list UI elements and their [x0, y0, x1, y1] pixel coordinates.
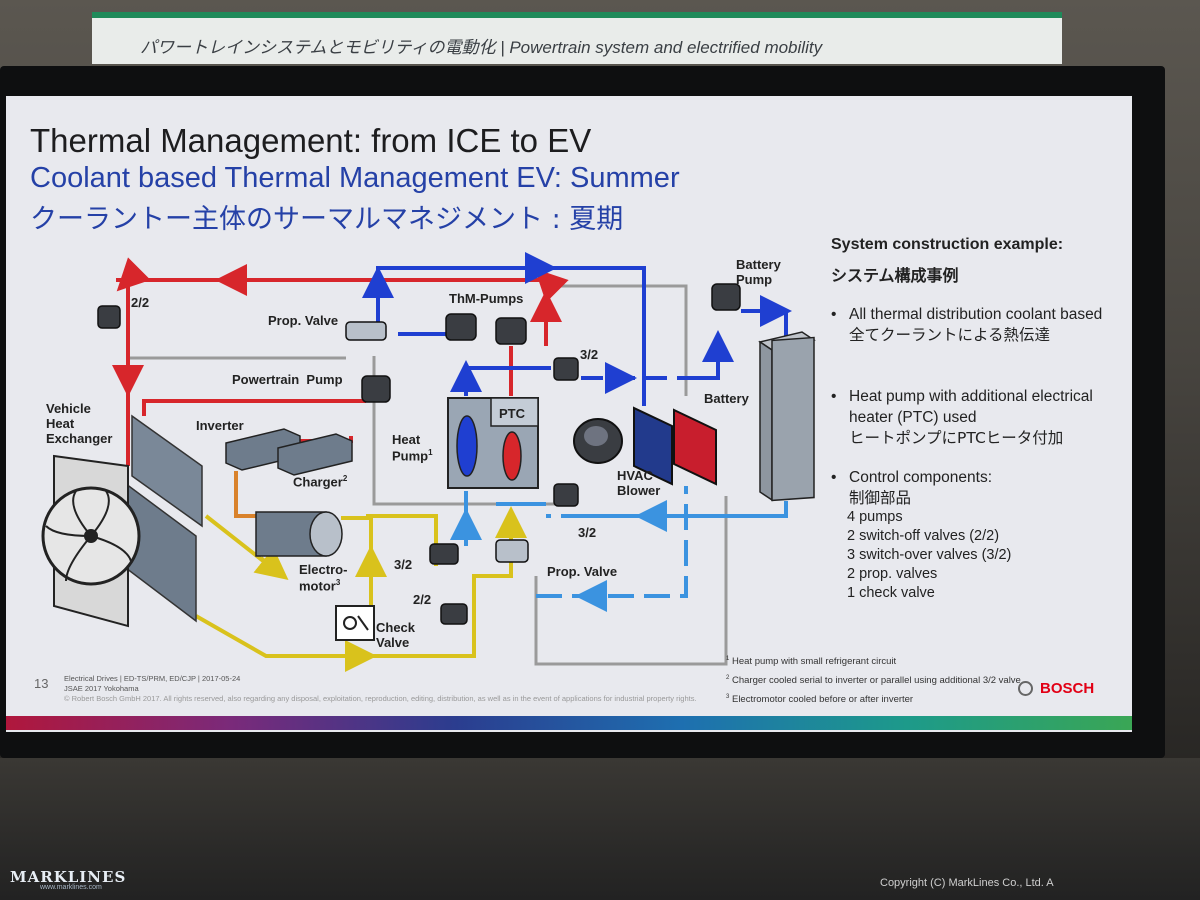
- copyright-notice: Copyright (C) MarkLines Co., Ltd. A: [880, 877, 1054, 889]
- marklines-watermark: MARKLINES: [10, 868, 127, 886]
- component-item: 2 switch-off valves (2/2): [847, 528, 1000, 544]
- label-prop-valve-bottom: Prop. Valve: [547, 564, 618, 579]
- footnote-text: Charger cooled serial to inverter or par…: [731, 675, 1021, 687]
- footnote-text: Heat pump with small refrigerant circuit: [731, 656, 897, 668]
- marklines-url: www.marklines.com: [40, 884, 102, 891]
- footnote-2: 2 Charger cooled serial to inverter or p…: [726, 670, 1021, 689]
- yellow-arrow-1: [253, 547, 289, 580]
- footnote-1: 1 Heat pump with small refrigerant circu…: [726, 651, 1021, 670]
- label-valve-22-top: 2/2: [131, 295, 150, 310]
- component-item: 1 check valve: [847, 585, 935, 601]
- label-powertrain-pump: Powertrain Pump: [232, 372, 343, 387]
- label-ptc: PTC: [499, 406, 525, 421]
- bullet-dot: •: [831, 469, 837, 486]
- slide-title: Thermal Management: from ICE to EV: [30, 122, 592, 159]
- component-item: 2 prop. valves: [847, 566, 938, 582]
- label-thm-pumps: ThM-Pumps: [449, 291, 524, 306]
- bosch-logo-icon: [1018, 681, 1033, 696]
- footnotes: 1 Heat pump with small refrigerant circu…: [726, 651, 1021, 708]
- heat-pump-shape: [447, 397, 539, 489]
- hvac-blower-shape: [573, 418, 623, 464]
- bosch-wordmark: BOSCH: [1040, 680, 1095, 697]
- footnote-text: Electromotor cooled before or after inve…: [731, 694, 914, 706]
- bullet-control: • Control components: 制御部品: [831, 467, 1121, 509]
- exhibit-floor: [0, 758, 1200, 900]
- slide: Thermal Management: from ICE to EV Coola…: [6, 96, 1132, 732]
- label-electromotor-sup: 3: [335, 577, 341, 587]
- bullet-heat-pump-text: Heat pump with additional electrical hea…: [849, 388, 1093, 426]
- thermal-circuit-diagram: [41, 252, 816, 672]
- footer-line-1: Electrical Drives | ED-TS/PRM, ED/CJP | …: [64, 674, 241, 683]
- footnote-num: 3: [726, 694, 730, 701]
- label-prop-valve-top: Prop. Valve: [268, 313, 339, 328]
- evaporator-shape: [633, 406, 673, 486]
- exhibit-banner: パワートレインシステムとモビリティの電動化 | Powertrain syste…: [92, 12, 1062, 64]
- slide-subtitle-ja: クーラントー主体のサーマルマネジメント : 夏期: [30, 204, 624, 235]
- label-check-valve: Check Valve: [376, 620, 416, 650]
- label-valve-32-left: 3/2: [394, 557, 413, 572]
- label-charger-sup: 2: [342, 474, 348, 483]
- condenser-shape: [673, 408, 717, 486]
- label-valve-22-bottom: 2/2: [413, 592, 432, 607]
- slide-footer: Electrical Drives | ED-TS/PRM, ED/CJP | …: [64, 674, 697, 704]
- label-charger-text: Charger: [293, 474, 343, 490]
- banner-text: パワートレインシステムとモビリティの電動化 | Powertrain syste…: [140, 38, 823, 57]
- pumps-and-valves: [97, 283, 741, 625]
- label-battery: Battery: [704, 391, 749, 406]
- bullet-heat-pump: • Heat pump with additional electrical h…: [831, 386, 1121, 449]
- label-vehicle-heat-exchanger: Vehicle Heat Exchanger: [46, 401, 113, 446]
- electromotor-shape: [255, 511, 343, 557]
- bullet-dot: •: [831, 388, 837, 405]
- label-valve-32-top: 3/2: [580, 347, 599, 362]
- page-number: 13: [34, 676, 49, 691]
- label-heat-pump: Heat Pump1: [392, 432, 433, 464]
- bullet-heat-pump-ja: ヒートポンプにPTCヒータ付加: [849, 429, 1064, 447]
- bullet-coolant: • All thermal distribution coolant based…: [831, 304, 1121, 346]
- check-valve-shape: [335, 605, 375, 641]
- slide-color-stripe: [6, 716, 1132, 730]
- bullet-coolant-ja: 全てクーラントによる熱伝達: [849, 326, 1051, 344]
- bullet-control-ja: 制御部品: [849, 489, 912, 507]
- label-inverter: Inverter: [196, 418, 244, 433]
- footer-line-2: JSAE 2017 Yokohama: [64, 684, 139, 693]
- system-heading-ja: システム構成事例: [831, 266, 959, 285]
- component-item: 4 pumps: [847, 509, 903, 525]
- label-electromotor-text: Electro- motor: [299, 562, 348, 594]
- orange-circuit: [234, 471, 261, 518]
- system-heading: System construction example:: [831, 236, 1064, 253]
- bullet-coolant-text: All thermal distribution coolant based: [849, 306, 1103, 323]
- label-electromotor: Electro- motor3: [299, 562, 348, 594]
- bullet-control-text: Control components:: [849, 469, 993, 486]
- label-charger: Charger2: [293, 474, 347, 490]
- label-battery-pump: Battery Pump: [736, 257, 781, 287]
- footnote-3: 3 Electromotor cooled before or after in…: [726, 689, 1021, 708]
- charger-shape: [277, 433, 353, 476]
- label-heat-pump-text: Heat Pump: [392, 432, 429, 464]
- radiator-group: [41, 414, 203, 628]
- footer-line-3: © Robert Bosch GmbH 2017. All rights res…: [64, 694, 697, 703]
- control-components-list: 4 pumps 2 switch-off valves (2/2) 3 swit…: [847, 508, 1011, 603]
- battery-shape: [758, 331, 816, 502]
- footnote-num: 1: [726, 656, 730, 662]
- bullet-dot: •: [831, 306, 837, 323]
- component-item: 3 switch-over valves (3/2): [847, 547, 1012, 563]
- footnote-num: 2: [726, 675, 730, 682]
- label-hvac-blower: HVAC Blower: [617, 468, 661, 498]
- label-heat-pump-sup: 1: [428, 447, 433, 457]
- label-valve-32-right: 3/2: [578, 525, 597, 540]
- slide-subtitle-en: Coolant based Thermal Management EV: Sum…: [30, 162, 680, 194]
